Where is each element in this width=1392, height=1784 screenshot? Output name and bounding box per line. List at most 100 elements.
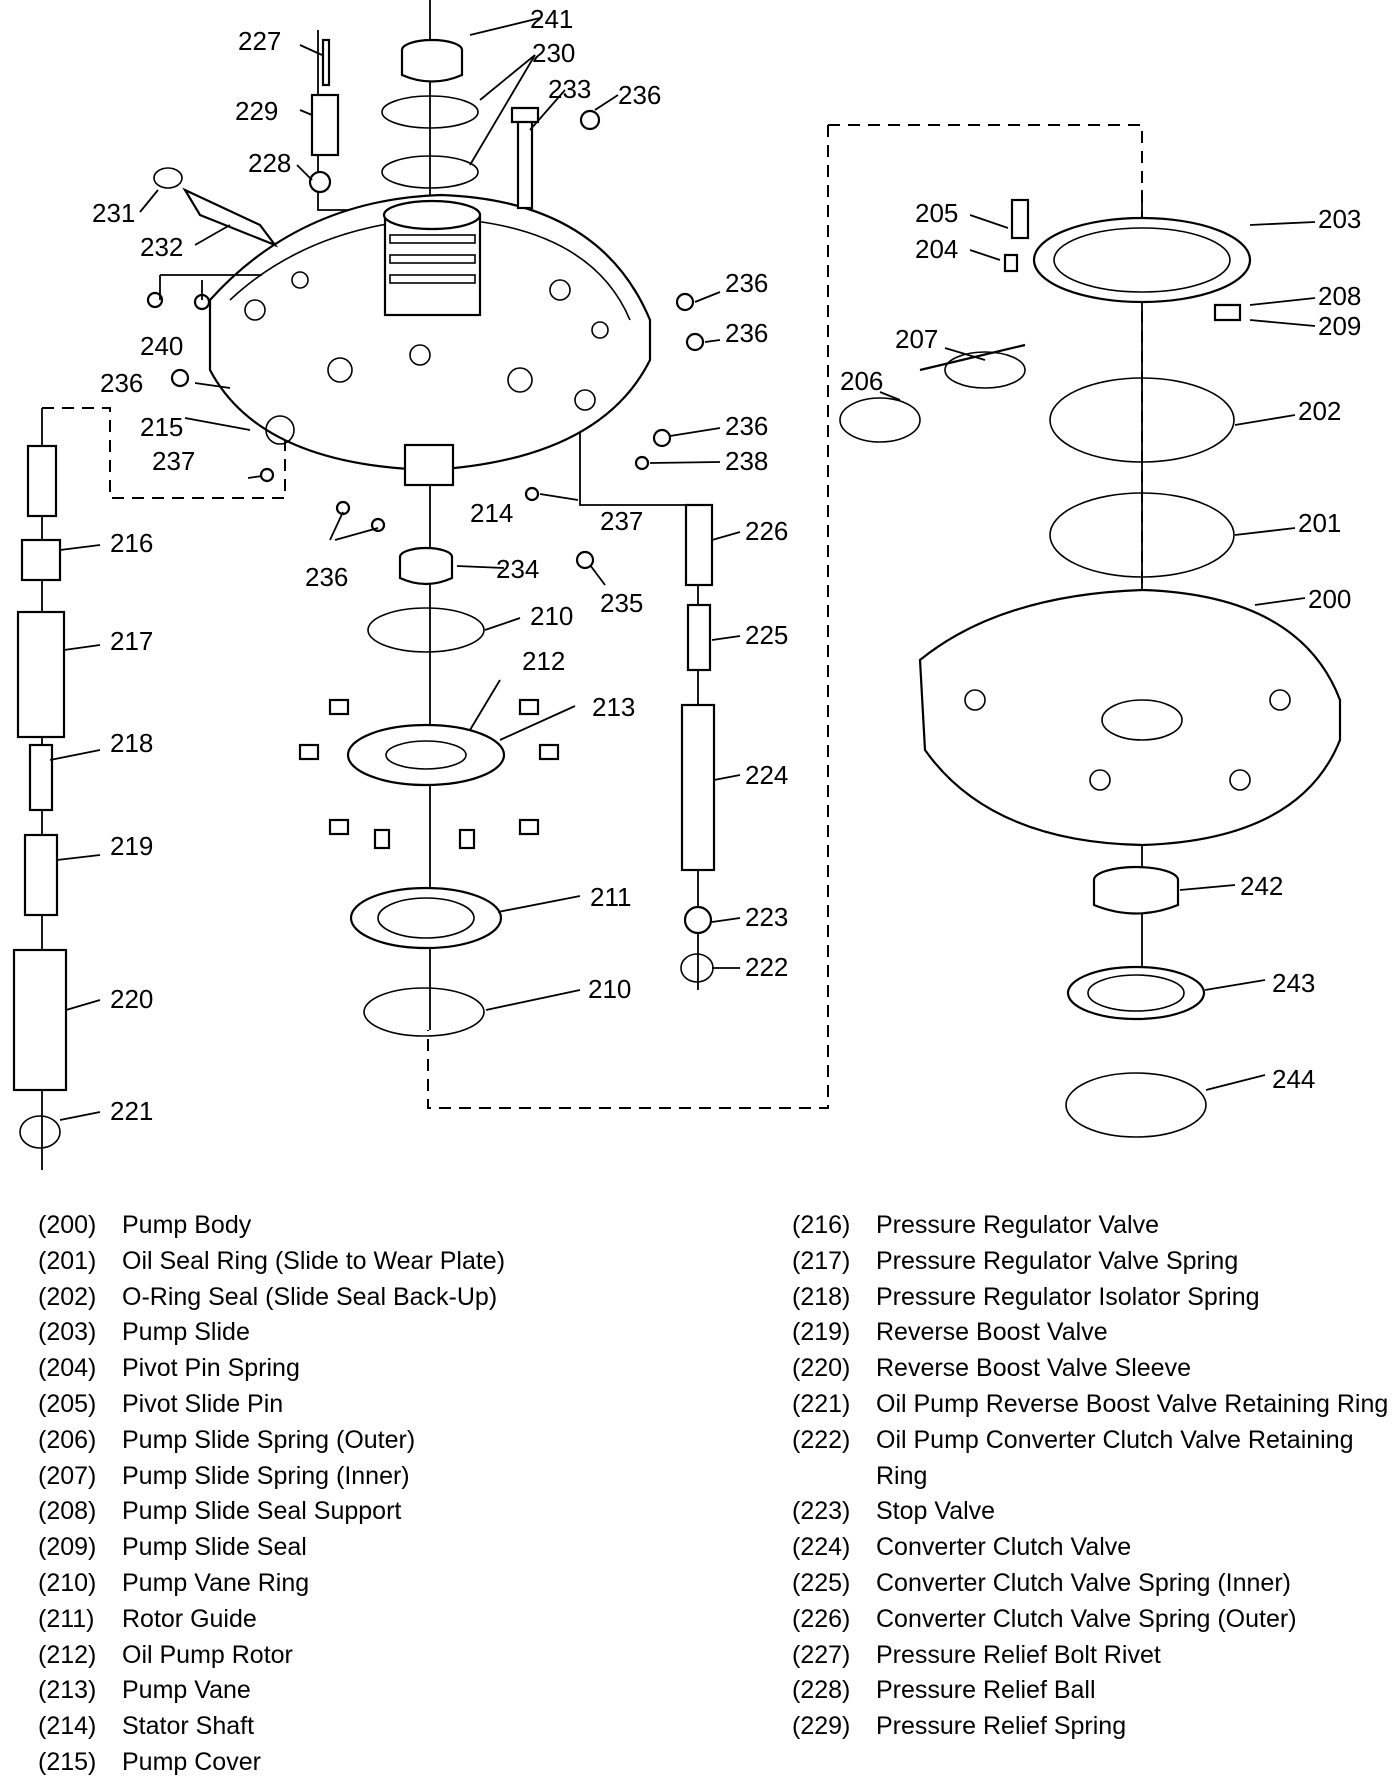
callout-label: 234 — [496, 554, 539, 584]
legend-item-number: (228) — [792, 1676, 851, 1705]
legend-item: (203)Pump Slide — [38, 1315, 638, 1351]
legend-item-name: Converter Clutch Valve — [876, 1533, 1132, 1562]
callout-label: 213 — [592, 692, 635, 722]
callout-label: 208 — [1318, 281, 1361, 311]
legend-item: (218)Pressure Regulator Isolator Spring — [792, 1280, 1392, 1316]
legend-item: (209)Pump Slide Seal — [38, 1530, 638, 1566]
callout-label: 217 — [110, 626, 153, 656]
legend-item: (210)Pump Vane Ring — [38, 1566, 638, 1602]
legend-item: (204) Pivot Pin Spring — [38, 1351, 638, 1387]
legend-item-name: Reverse Boost Valve — [876, 1318, 1108, 1347]
callout-label: 237 — [152, 446, 195, 476]
callout-label: 200 — [1308, 584, 1351, 614]
callout-label: 212 — [522, 646, 565, 676]
callout-label: 202 — [1298, 396, 1341, 426]
callout-label: 227 — [238, 26, 281, 56]
callout-label: 201 — [1298, 508, 1341, 538]
callout-label: 233 — [548, 74, 591, 104]
callout-label: 237 — [600, 506, 643, 536]
center-stack — [298, 546, 560, 1037]
legend-item-number: (229) — [792, 1712, 851, 1741]
callout-label: 240 — [140, 331, 183, 361]
legend-item-name: Pressure Relief Ball — [876, 1676, 1096, 1705]
legend-item-number: (214) — [38, 1712, 97, 1741]
legend-item-number: (222) — [792, 1425, 851, 1454]
legend-item-number: (204) — [38, 1354, 97, 1383]
legend-item-name: Rotor Guide — [122, 1604, 257, 1633]
callout-label: 236 — [725, 268, 768, 298]
leader-lines — [49, 17, 1316, 1121]
legend-item-number: (215) — [38, 1747, 97, 1776]
legend-item-name: Pressure Relief Bolt Rivet — [876, 1640, 1161, 1669]
legend-item-name: Pump Slide Spring (Outer) — [122, 1425, 416, 1454]
legend-item: (201)Oil Seal Ring (Slide to Wear Plate) — [38, 1244, 638, 1280]
legend-item: (222) Oil Pump Converter Clutch Valve Ret… — [792, 1423, 1392, 1495]
callout-label: 241 — [530, 4, 573, 34]
legend-item-name: Pump Slide Spring (Inner) — [122, 1461, 410, 1490]
legend-item-name: Reverse Boost Valve Sleeve — [876, 1354, 1191, 1383]
callout-label: 210 — [588, 974, 631, 1004]
legend-item-name: Stator Shaft — [122, 1712, 255, 1741]
legend-item: (220) Reverse Boost Valve Sleeve — [792, 1351, 1392, 1387]
callout-label: 232 — [140, 232, 183, 262]
legend-item: (207) Pump Slide Spring (Inner) — [38, 1459, 638, 1495]
legend-item: (214) Stator Shaft — [38, 1709, 638, 1745]
callout-label: 236 — [618, 80, 661, 110]
legend-item-name: Oil Pump Converter Clutch Valve Retainin… — [876, 1425, 1354, 1490]
legend-item-number: (213) — [38, 1676, 97, 1705]
legend-item-name: Oil Pump Reverse Boost Valve Retaining R… — [876, 1389, 1389, 1418]
legend-item-name: Oil Pump Rotor — [122, 1640, 293, 1669]
legend-item-number: (226) — [792, 1604, 851, 1633]
callout-label: 226 — [745, 516, 788, 546]
legend-item-name: Pivot Slide Pin — [122, 1389, 284, 1418]
callout-labels: 200 201 202 203 204 205 206 207 208 209 … — [92, 4, 1361, 1126]
callout-label: 229 — [235, 96, 278, 126]
callout-label: 223 — [745, 902, 788, 932]
legend-item-name: Pressure Regulator Valve Spring — [876, 1246, 1239, 1275]
legend-item-name: Pivot Pin Spring — [122, 1354, 300, 1383]
legend-item-number: (207) — [38, 1461, 97, 1490]
legend-item-number: (206) — [38, 1425, 97, 1454]
legend-item-name: Pump Cover — [122, 1747, 261, 1776]
legend-item-number: (210) — [38, 1568, 97, 1597]
callout-label: 222 — [745, 952, 788, 982]
legend-item-name: Pump Slide Seal Support — [122, 1497, 402, 1526]
legend-item-number: (211) — [38, 1604, 95, 1633]
callout-label: 236 — [100, 368, 143, 398]
pump-slide-assembly — [839, 198, 1342, 1138]
legend-item: (211) Rotor Guide — [38, 1602, 638, 1638]
legend-item: (208) Pump Slide Seal Support — [38, 1494, 638, 1530]
legend-item-number: (212) — [38, 1640, 97, 1669]
legend-item-number: (217) — [792, 1246, 851, 1275]
legend-item: (213)Pump Vane — [38, 1673, 638, 1709]
callout-label: 211 — [590, 882, 631, 912]
legend-item: (219)Reverse Boost Valve — [792, 1315, 1392, 1351]
callout-label: 214 — [470, 498, 513, 528]
callout-label: 224 — [745, 760, 788, 790]
callout-label: 244 — [1272, 1064, 1315, 1094]
legend-item-name: Pump Slide — [122, 1318, 250, 1347]
legend-item: (227)Pressure Relief Bolt Rivet — [792, 1638, 1392, 1674]
legend-item-name: Pressure Relief Spring — [876, 1712, 1127, 1741]
legend-item-name: Converter Clutch Valve Spring (Outer) — [876, 1604, 1297, 1633]
pump-cover-part — [208, 193, 652, 487]
callout-label: 231 — [92, 198, 135, 228]
callout-label: 219 — [110, 831, 153, 861]
callout-label: 209 — [1318, 311, 1361, 341]
legend-item-name: Converter Clutch Valve Spring (Inner) — [876, 1568, 1291, 1597]
legend-item-name: Stop Valve — [876, 1497, 996, 1526]
callout-label: 206 — [840, 366, 883, 396]
legend-item-number: (220) — [792, 1354, 851, 1383]
legend-item-number: (208) — [38, 1497, 97, 1526]
legend-item: (205)Pivot Slide Pin — [38, 1387, 638, 1423]
legend-item: (206) Pump Slide Spring (Outer) — [38, 1423, 638, 1459]
legend-item-number: (216) — [792, 1211, 851, 1239]
legend-item-name: Oil Seal Ring (Slide to Wear Plate) — [122, 1246, 506, 1275]
legend-item-number: (224) — [792, 1533, 851, 1562]
callout-label: 215 — [140, 412, 183, 442]
callout-label: 235 — [600, 588, 643, 618]
legend-item: (212) Oil Pump Rotor — [38, 1638, 638, 1674]
legend-item-number: (200) — [38, 1211, 97, 1239]
legend-item-number: (221) — [792, 1389, 851, 1418]
legend-item: (217) Pressure Regulator Valve Spring — [792, 1244, 1392, 1280]
